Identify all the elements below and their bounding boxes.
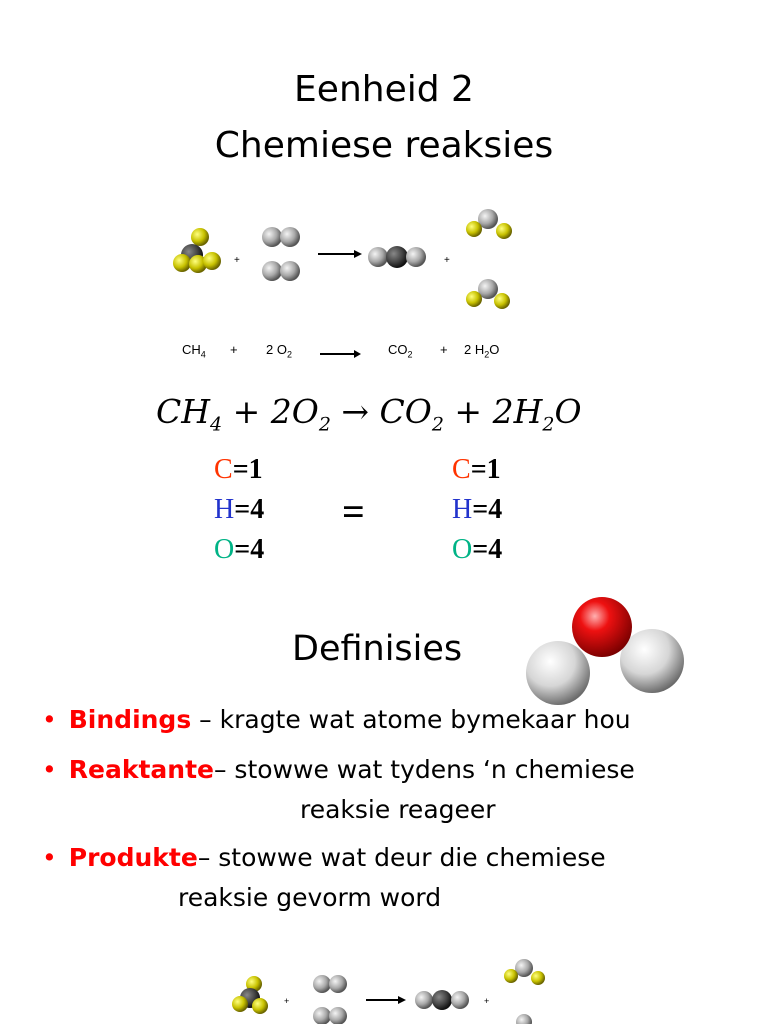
reaction-arrow-bottom — [366, 996, 406, 1004]
methane-molecule-bottom — [232, 976, 268, 1014]
definition-reaktante: •Reaktante– stowwe wat tydens ‘n chemies… — [42, 755, 635, 784]
formula-arrow-icon — [320, 350, 361, 358]
plus-sign: + — [284, 996, 289, 1006]
left-count-hydrogen: H=4 — [214, 494, 265, 525]
formula-plus-1: + — [230, 342, 238, 357]
definition-bindings: •Bindings – kragte wat atome bymekaar ho… — [42, 705, 631, 734]
page-title-line2: Chemiese reaksies — [214, 125, 554, 166]
plus-sign: + — [444, 255, 450, 266]
reaction-molecule-illustration: + + — [173, 209, 512, 309]
right-count-hydrogen: H=4 — [452, 494, 503, 525]
reaction-arrow — [318, 250, 362, 258]
water-molecule-bottom — [504, 959, 545, 1024]
definition-reaktante-continuation: reaksie reageer — [300, 795, 496, 824]
formula-co2: CO2 — [388, 342, 413, 360]
water-molecules — [466, 209, 512, 309]
right-count-oxygen: O=4 — [452, 534, 503, 565]
left-count-carbon: C=1 — [214, 454, 263, 485]
bottom-reaction-illustration: + + — [232, 959, 545, 1024]
oxygen-molecules-bottom — [313, 975, 347, 1024]
carbon-dioxide-molecule — [368, 246, 426, 268]
definitions-title: Definisies — [292, 629, 463, 669]
formula-plus-2: + — [440, 342, 448, 357]
page-title-line1: Eenheid 2 — [294, 69, 474, 110]
left-count-oxygen: O=4 — [214, 534, 265, 565]
methane-molecule — [173, 228, 221, 273]
formula-ch4: CH4 — [182, 342, 206, 360]
formula-o2: 2 O2 — [266, 342, 292, 360]
water-molecule-3d-image — [526, 597, 684, 705]
balanced-equation: CH4 + 2O2 → CO2 + 2H2O — [156, 392, 582, 436]
definition-produkte: •Produkte– stowwe wat deur die chemiese — [42, 843, 606, 872]
carbon-dioxide-molecule-bottom — [415, 990, 469, 1010]
formula-h2o: 2 H2O — [464, 342, 500, 360]
plus-sign: + — [234, 255, 240, 266]
plus-sign: + — [484, 996, 489, 1006]
right-count-carbon: C=1 — [452, 454, 501, 485]
balance-equals-sign: = — [342, 489, 365, 534]
oxygen-molecules — [262, 227, 300, 281]
definition-produkte-continuation: reaksie gevorm word — [178, 883, 442, 912]
